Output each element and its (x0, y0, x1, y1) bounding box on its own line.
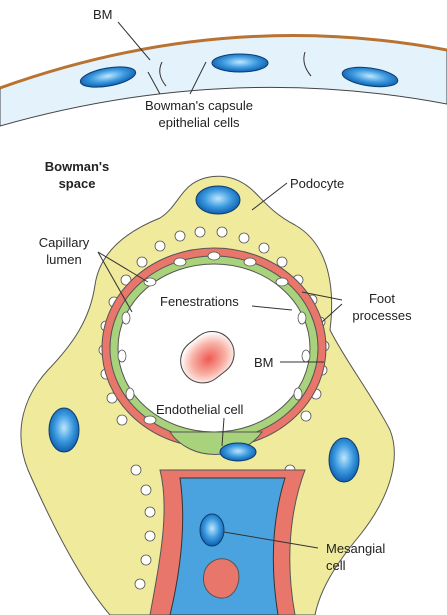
mesangium (169, 477, 286, 615)
label-capillary-line2: lumen (46, 252, 81, 267)
endothelial-nucleus (219, 442, 257, 462)
label-bm-top: BM (93, 7, 113, 22)
label-bm-inner: BM (254, 355, 274, 370)
mesangial-nucleus (199, 513, 225, 547)
label-podocyte: Podocyte (290, 176, 344, 191)
fenestration-gaps (117, 251, 311, 425)
capsule-nucleus-1 (79, 66, 137, 88)
label-bowman-space-line2: space (59, 176, 96, 191)
label-bowman-cells-line2: epithelial cells (159, 115, 240, 130)
labels: BM Bowman's capsule epithelial cells Bow… (39, 7, 412, 573)
label-bowman-cells-line1: Bowman's capsule (145, 98, 253, 113)
label-endothelial: Endothelial cell (156, 402, 244, 417)
capillary-loop (101, 247, 327, 462)
bowmans-capsule (0, 34, 447, 127)
label-mesangial-line2: cell (326, 558, 346, 573)
label-foot-line1: Foot (369, 291, 395, 306)
capsule-nucleus-3 (341, 66, 399, 88)
podocyte-nucleus-right (328, 437, 360, 483)
red-blood-cell (180, 331, 235, 384)
mesangial-stalk (149, 469, 306, 615)
label-mesangial-line1: Mesangial (326, 541, 385, 556)
label-fenestrations: Fenestrations (160, 294, 239, 309)
capsule-cell-border-2 (303, 51, 312, 77)
podocyte-nucleus-left (48, 407, 80, 453)
capsule-nucleus-2 (211, 53, 269, 73)
podocyte-nucleus-top (195, 185, 241, 215)
label-foot-line2: processes (352, 308, 412, 323)
mesangial-matrix-patch (203, 558, 240, 599)
capsule-basement-membrane (0, 34, 447, 90)
leader-lines (97, 21, 343, 549)
capsule-cell-border-1 (159, 61, 167, 87)
label-bowman-space-line1: Bowman's (45, 159, 110, 174)
label-capillary-line1: Capillary (39, 235, 90, 250)
